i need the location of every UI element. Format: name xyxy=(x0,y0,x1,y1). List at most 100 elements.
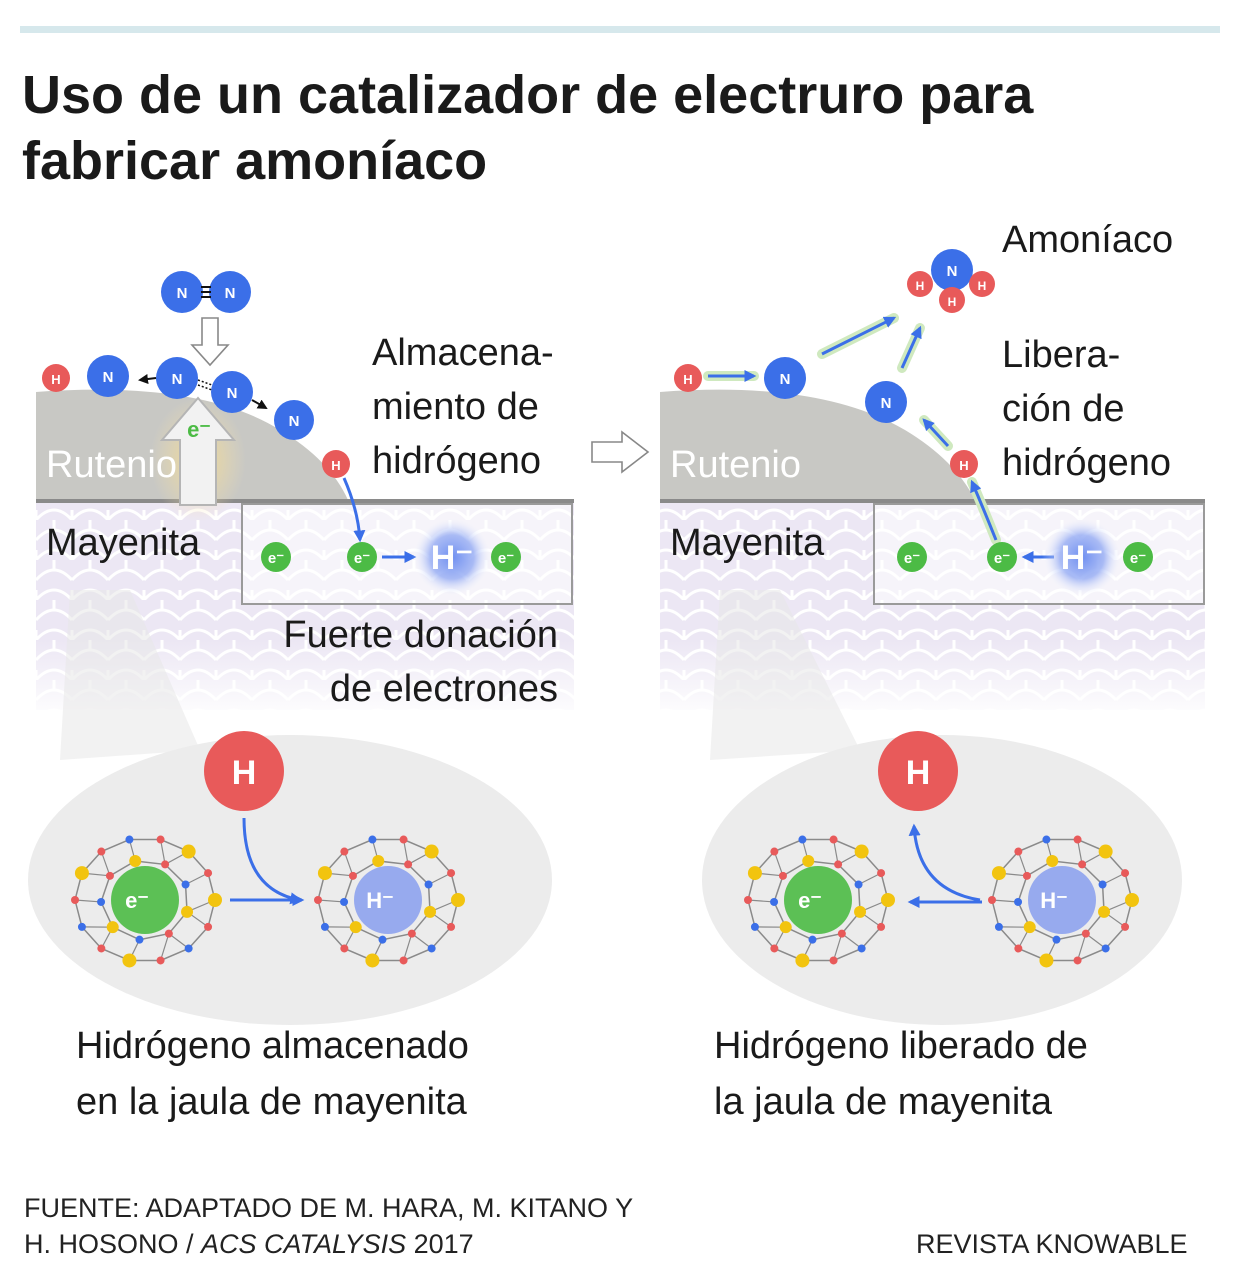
cage-atom xyxy=(105,871,114,880)
cage-atom xyxy=(125,835,134,844)
hydrogen-label: H xyxy=(331,458,340,473)
cage-atom xyxy=(451,893,465,907)
hydrogen-label: H xyxy=(906,754,931,792)
cage-atom xyxy=(829,835,838,844)
cage-atom xyxy=(424,880,433,889)
cage-atom xyxy=(808,935,817,944)
nitrogen-atom xyxy=(161,271,203,313)
cage-atom xyxy=(164,929,173,938)
cage-atom xyxy=(340,847,349,856)
cage-atom xyxy=(1014,847,1023,856)
ruthenium-particle xyxy=(660,389,975,500)
cage-atom xyxy=(1052,935,1061,944)
nitrogen-label: N xyxy=(947,263,958,280)
zoom-bubble xyxy=(702,735,1182,1025)
cage-atom xyxy=(747,866,762,881)
cage-atom xyxy=(204,869,213,878)
cage-atom xyxy=(770,897,779,906)
cage-atom xyxy=(744,896,752,904)
nitrogen-atom xyxy=(156,357,198,399)
hydrogen-label: H xyxy=(916,279,925,293)
hydrogen-label: H xyxy=(683,372,692,387)
hydrogen-atom xyxy=(969,271,995,297)
hydrogen-atom xyxy=(939,287,965,313)
cage-atom xyxy=(129,854,142,867)
cage-atom xyxy=(802,854,815,867)
cage-atom xyxy=(320,922,329,931)
caption-right: Hidrógeno liberado de la jaula de mayeni… xyxy=(714,1025,1088,1123)
cage-atom xyxy=(1098,880,1107,889)
cage-atom xyxy=(97,944,106,953)
cage-atom xyxy=(1042,835,1051,844)
cage-atom xyxy=(427,944,436,953)
nitrogen-atom xyxy=(87,355,129,397)
cage-atom xyxy=(348,871,357,880)
cage-atom xyxy=(372,854,385,867)
cage-atom xyxy=(97,847,106,856)
nitrogen-atom xyxy=(931,249,973,291)
mayenite-cage: e⁻ xyxy=(71,835,222,968)
cage-center-label: e⁻ xyxy=(125,888,149,913)
hydrogen-label: H xyxy=(948,295,957,309)
cage-atom xyxy=(447,922,456,931)
right-panel: N H H H H N N H e⁻ e⁻ H⁻ e⁻ xyxy=(660,249,1205,1025)
electron-center xyxy=(784,866,852,934)
cage-atom xyxy=(368,835,377,844)
cage-atom xyxy=(181,880,190,889)
hydride-label: H⁻ xyxy=(431,539,474,577)
cage-atom xyxy=(1023,921,1036,934)
storage-label: Almacena- miento de hidrógeno xyxy=(372,332,554,482)
top-accent-bar xyxy=(20,26,1220,33)
nitrogen-label: N xyxy=(881,395,892,412)
ammonia-label: Amoníaco xyxy=(1002,219,1174,261)
cage-atom xyxy=(365,953,380,968)
cage-atom xyxy=(1046,854,1059,867)
electron-label: e⁻ xyxy=(268,550,284,567)
hydrogen-atom xyxy=(322,450,350,478)
cage-atom xyxy=(991,866,1006,881)
adsorption-arrow xyxy=(190,317,230,367)
cage-atom xyxy=(317,866,332,881)
electron xyxy=(347,542,377,572)
cage-atom xyxy=(1121,922,1130,931)
cage-atom xyxy=(1098,844,1113,859)
cage-atom xyxy=(314,896,322,904)
process-arrow xyxy=(591,430,650,474)
hydrogen-atom xyxy=(42,364,70,392)
cage-atom xyxy=(204,922,213,931)
cage-atom xyxy=(829,956,838,965)
cage-atom xyxy=(399,956,408,965)
cage-atom xyxy=(74,866,89,881)
cage-atom xyxy=(877,922,886,931)
nitrogen-atom xyxy=(209,271,251,313)
cage-atom xyxy=(181,905,194,918)
page-title: Uso de un catalizador de electruro para … xyxy=(22,62,1212,194)
cage-atom xyxy=(854,880,863,889)
cage-atom xyxy=(854,905,867,918)
hydride-ion xyxy=(412,517,492,597)
cage-atom xyxy=(106,921,119,934)
cage-atom xyxy=(1098,905,1111,918)
cage-atom xyxy=(1073,835,1082,844)
cage-atom xyxy=(1078,860,1087,869)
cage-atom xyxy=(1039,953,1054,968)
cage-atom xyxy=(135,935,144,944)
electron-label: e⁻ xyxy=(994,550,1010,567)
mayenite-cage: e⁻ xyxy=(744,835,895,968)
mayenite-cage: H⁻ xyxy=(988,835,1139,968)
electron-label: e⁻ xyxy=(354,550,370,567)
nitrogen-label: N xyxy=(177,285,188,302)
cage-atom xyxy=(184,944,193,953)
hydride-center xyxy=(1028,866,1096,934)
cage-atom xyxy=(71,896,79,904)
cage-atom xyxy=(1101,944,1110,953)
mayenite-label-right: Mayenita xyxy=(670,522,825,564)
cage-atom xyxy=(750,922,759,931)
cage-atom xyxy=(404,860,413,869)
cage-atom xyxy=(1014,944,1023,953)
nitrogen-atom xyxy=(211,371,253,413)
hydrogen-label: H xyxy=(232,754,257,792)
hydrogen-label: H xyxy=(51,372,60,387)
cage-atom xyxy=(837,929,846,938)
